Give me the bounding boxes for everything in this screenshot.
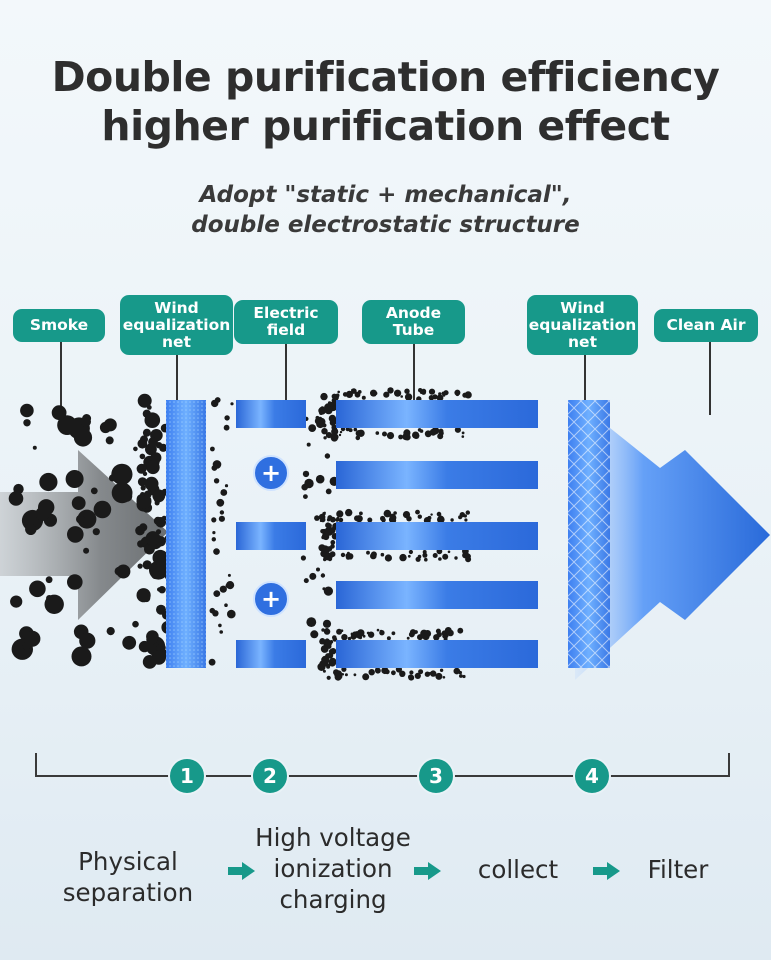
step-2-number: 2: [251, 757, 289, 795]
anode-tube: [336, 581, 538, 609]
label-wind-net-1-line-1: Wind: [154, 298, 199, 317]
anode-tube: [336, 640, 538, 668]
leader-wind-net-2: [584, 355, 586, 410]
step-4-text-line-1: Filter: [647, 855, 709, 884]
label-wind-net-2-line-1: Wind: [560, 298, 605, 317]
process-timeline: [35, 753, 730, 777]
label-anode-tube-line-1: Anode: [385, 304, 442, 322]
step-3-text-line-1: collect: [477, 855, 559, 884]
label-smoke-text: Smoke: [29, 316, 89, 334]
subtitle-line-2: double electrostatic structure: [191, 212, 580, 238]
step-1-text: Physical separation: [48, 846, 208, 908]
label-wind-net-2: Wind equalization net: [527, 295, 638, 355]
electric-field-plate: [236, 400, 306, 428]
label-clean-air: Clean Air: [654, 309, 758, 342]
smoke-particles: [8, 387, 472, 681]
label-wind-net-2-line-2: equalization: [528, 315, 637, 334]
label-electric-field: Electric field: [234, 300, 338, 344]
label-wind-net-1-line-2: equalization: [122, 315, 231, 334]
step-2-text-line-2: ionization: [273, 854, 393, 883]
step-1-text-line-1: Physical: [78, 847, 178, 876]
label-clean-air-text: Clean Air: [666, 316, 746, 334]
step-3-number: 3: [417, 757, 455, 795]
anode-tube: [336, 400, 538, 428]
label-electric-field-line-1: Electric: [253, 304, 319, 322]
leader-clean-air: [709, 342, 711, 415]
anode-tube: [336, 522, 538, 550]
charge-symbol: +: [261, 585, 281, 613]
label-anode-tube-line-2: Tube: [392, 321, 435, 339]
electric-field-plate: [236, 522, 306, 550]
step-3-text: collect: [458, 854, 578, 885]
leader-anode-tube: [413, 344, 415, 407]
positive-charge-icon: +: [253, 455, 289, 491]
step-4-number: 4: [573, 757, 611, 795]
clean-air-arrow-icon: [575, 400, 770, 680]
subtitle-line-1: Adopt "static + mechanical",: [199, 182, 572, 208]
arrow-right-icon: [414, 862, 442, 884]
label-wind-net-1: Wind equalization net: [120, 295, 233, 355]
step-4-text: Filter: [630, 854, 726, 885]
arrow-right-icon: [593, 862, 621, 884]
step-2-text-line-1: High voltage: [255, 823, 411, 852]
charge-symbol: +: [261, 459, 281, 487]
electric-field-plate: [236, 640, 306, 668]
title-line-2: higher purification effect: [101, 102, 670, 150]
label-anode-tube: Anode Tube: [362, 300, 465, 344]
label-smoke: Smoke: [13, 309, 105, 342]
step-1-number: 1: [168, 757, 206, 795]
label-wind-net-1-line-3: net: [162, 332, 191, 351]
step-1-text-line-2: separation: [62, 878, 194, 907]
title-line-1: Double purification efficiency: [51, 53, 720, 101]
positive-charge-icon: +: [253, 581, 289, 617]
arrow-right-icon: [0, 450, 168, 620]
leader-smoke: [60, 342, 62, 414]
step-2-text: High voltage ionization charging: [242, 822, 424, 915]
anode-tube: [336, 461, 538, 489]
label-wind-net-2-line-3: net: [568, 332, 597, 351]
arrow-right-icon: [228, 862, 256, 884]
leader-wind-net-1: [176, 355, 178, 410]
leader-electric-field: [285, 344, 287, 407]
step-2-text-line-3: charging: [279, 885, 387, 914]
purification-diagram: + +: [0, 387, 770, 681]
label-electric-field-line-2: field: [266, 321, 306, 339]
